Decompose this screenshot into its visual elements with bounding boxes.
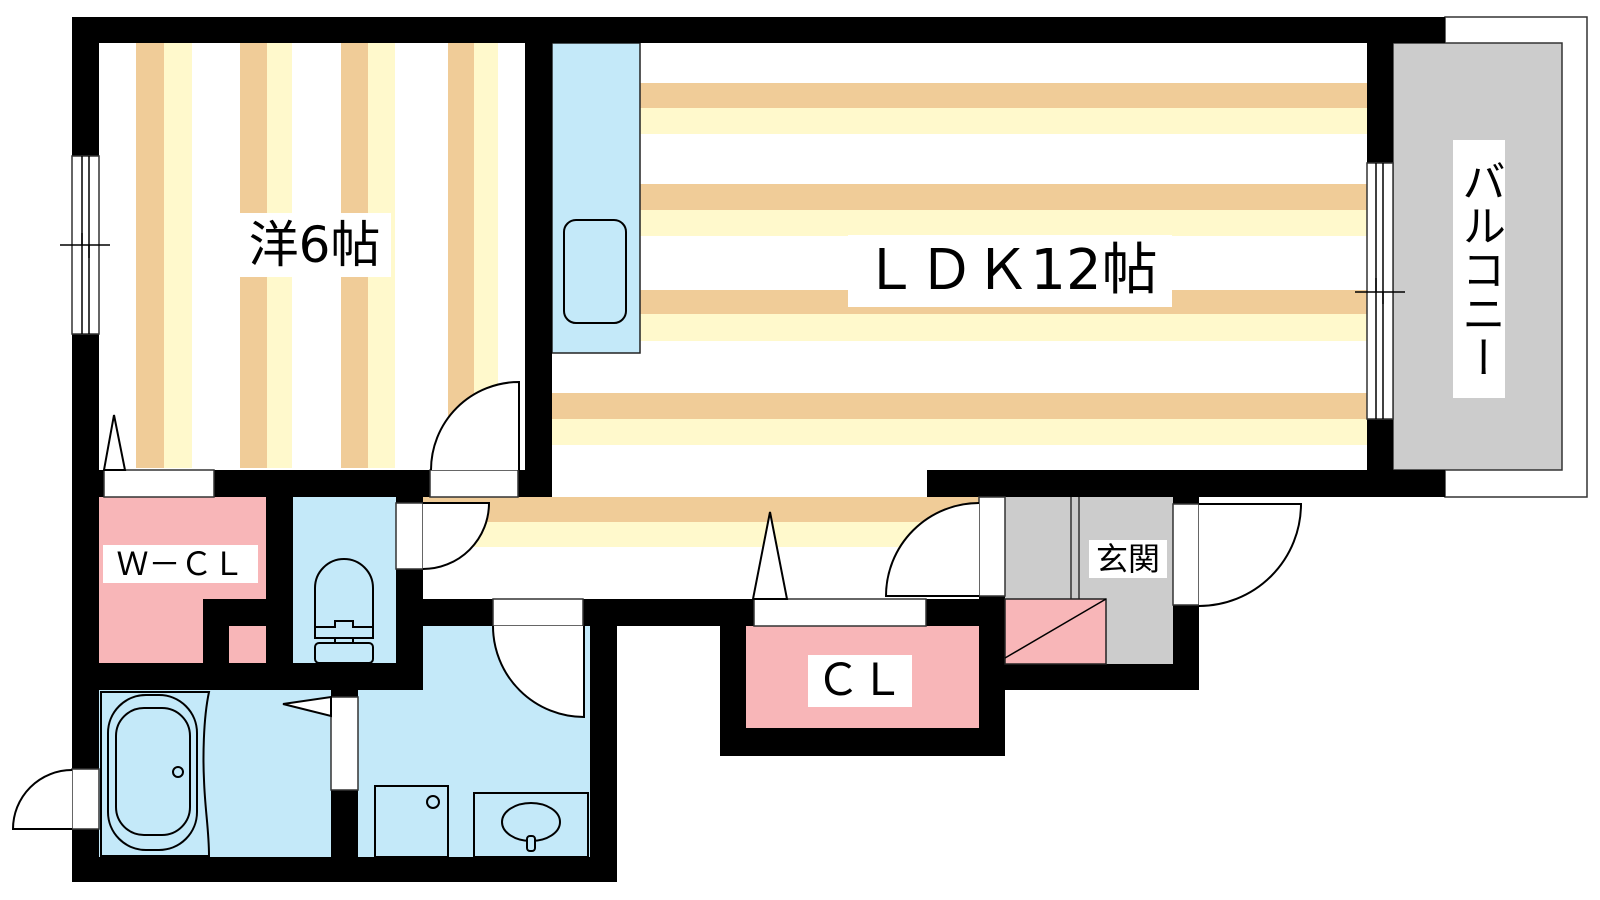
wall bbox=[72, 857, 617, 882]
window-frame bbox=[1366, 162, 1394, 420]
closet-door-mark bbox=[751, 511, 789, 600]
wall bbox=[583, 599, 754, 626]
floor-stripe bbox=[423, 497, 979, 522]
front-door-swing bbox=[1198, 503, 1303, 607]
entrance-details bbox=[1004, 497, 1107, 665]
walk-in-closet-label: Ｗ－ＣＬ bbox=[103, 545, 258, 583]
wall bbox=[203, 626, 229, 663]
ldk-label: ＬＤＫ12帖 bbox=[848, 235, 1172, 307]
bathroom-door-frame bbox=[330, 696, 359, 791]
wall bbox=[423, 599, 493, 626]
toilet-door-swing bbox=[422, 502, 491, 570]
entrance-label: 玄関 bbox=[1089, 540, 1167, 578]
western-room-door-frame bbox=[429, 469, 519, 498]
closet-door-frame bbox=[753, 598, 927, 627]
entrance-inner-door-swing bbox=[884, 502, 980, 597]
kitchen-sink-icon bbox=[563, 219, 627, 324]
floor-stripe bbox=[640, 83, 1367, 108]
wall bbox=[720, 728, 1005, 756]
vanity-sink-icon bbox=[473, 792, 589, 858]
wall bbox=[266, 497, 293, 663]
wall bbox=[525, 17, 552, 497]
wall bbox=[590, 626, 617, 882]
wall bbox=[72, 17, 99, 882]
wall bbox=[979, 596, 1005, 756]
washing-machine-icon bbox=[374, 785, 449, 858]
shoe-box-diagonal bbox=[1004, 598, 1107, 659]
wall bbox=[203, 599, 266, 626]
floor-stripe bbox=[552, 393, 1367, 419]
western-room-window bbox=[60, 155, 110, 335]
floor-stripe bbox=[640, 314, 1367, 341]
wall bbox=[72, 17, 1445, 43]
toilet-door-frame bbox=[395, 502, 424, 570]
floor-stripe bbox=[164, 43, 192, 468]
fixtures bbox=[100, 219, 627, 858]
drain-icon bbox=[172, 766, 184, 778]
western-closet-door-frame bbox=[103, 469, 215, 498]
floor-stripe bbox=[640, 108, 1367, 134]
western-room-door-swing bbox=[430, 380, 520, 471]
ldk-floor-stripes-light bbox=[423, 108, 1367, 547]
toilet-icon bbox=[314, 558, 374, 664]
ldk-window bbox=[1355, 162, 1405, 420]
western-room-label: 洋6帖 bbox=[238, 213, 391, 277]
bathroom-floor bbox=[99, 690, 331, 857]
floor-stripe bbox=[423, 522, 979, 547]
floor-stripe bbox=[640, 210, 1367, 236]
ldk-floor-stripes-dark bbox=[423, 83, 1367, 522]
floor-stripe bbox=[640, 184, 1367, 210]
entrance-inner-door-frame bbox=[978, 496, 1006, 597]
bathtub-icon bbox=[100, 691, 211, 857]
wall bbox=[72, 663, 423, 690]
washroom-door-frame bbox=[492, 598, 584, 627]
folding-door-mark bbox=[102, 414, 127, 471]
front-door-frame bbox=[1172, 503, 1200, 606]
walk-in-closet-small-floor bbox=[229, 626, 266, 663]
floor-stripe bbox=[136, 43, 164, 468]
wall bbox=[927, 470, 1445, 497]
doors bbox=[11, 380, 1303, 830]
bath-exterior-door-swing bbox=[11, 769, 73, 830]
closet-label: ＣＬ bbox=[808, 655, 912, 707]
shoe-box bbox=[1004, 598, 1107, 665]
toilet-room-floor bbox=[293, 497, 396, 663]
balcony-label: バルコニー bbox=[1453, 140, 1505, 398]
bathroom-folding-door-mark bbox=[282, 695, 332, 718]
wall bbox=[1005, 664, 1199, 690]
floor-stripe bbox=[552, 419, 1367, 445]
washroom-door-swing bbox=[492, 625, 585, 719]
bath-exterior-door-frame bbox=[71, 768, 100, 830]
